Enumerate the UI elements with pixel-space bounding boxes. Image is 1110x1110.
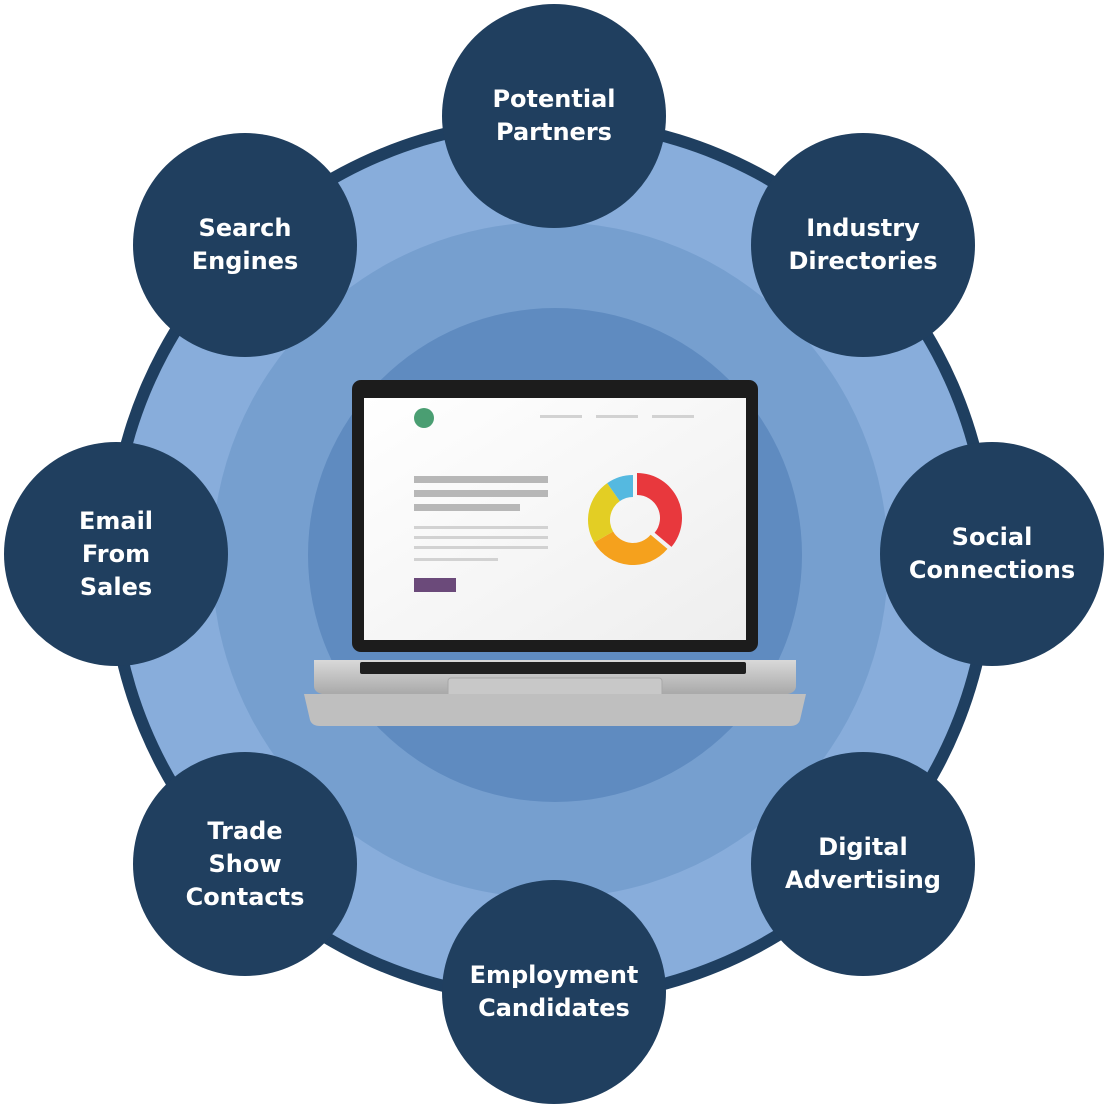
nav-line: [540, 415, 582, 418]
donut-segment: [594, 531, 668, 565]
logo-dot: [414, 408, 434, 428]
laptop-base: [304, 660, 806, 726]
node-label: Employment Candidates: [469, 961, 639, 1022]
node-email-from-sales: Email From Sales: [4, 442, 228, 666]
text-line: [414, 536, 548, 539]
donut-chart-icon: [588, 473, 682, 565]
node-label: Trade Show Contacts: [185, 816, 305, 911]
text-line: [414, 490, 548, 497]
node-label: Potential Partners: [492, 85, 616, 146]
node-label: Search Engines: [191, 214, 299, 275]
node-label: Industry Directories: [788, 214, 938, 275]
node-employment-candidates: Employment Candidates: [442, 880, 666, 1104]
donut-segment: [637, 473, 682, 547]
node-label: Digital Advertising: [785, 833, 941, 894]
laptop-lid: [352, 380, 758, 652]
nav-line: [596, 415, 638, 418]
laptop-screen-content: [414, 408, 694, 592]
node-industry-directories: Industry Directories: [751, 133, 975, 357]
text-line: [414, 476, 548, 483]
node-label: Social Connections: [908, 523, 1076, 584]
text-line: [414, 504, 520, 511]
node-digital-advertising: Digital Advertising: [751, 752, 975, 976]
node-potential-partners: Potential Partners: [442, 4, 666, 228]
laptop-illustration: [304, 380, 806, 726]
donut-segment: [607, 475, 633, 502]
node-label: Email From Sales: [78, 506, 154, 601]
node-search-engines: Search Engines: [133, 133, 357, 357]
node-social-connections: Social Connections: [880, 442, 1104, 666]
text-line: [414, 558, 498, 561]
text-line: [414, 546, 548, 549]
node-trade-show-contacts: Trade Show Contacts: [133, 752, 357, 976]
donut-segment: [588, 483, 620, 543]
text-line: [414, 526, 548, 529]
screen-button: [414, 578, 456, 592]
nav-line: [652, 415, 694, 418]
